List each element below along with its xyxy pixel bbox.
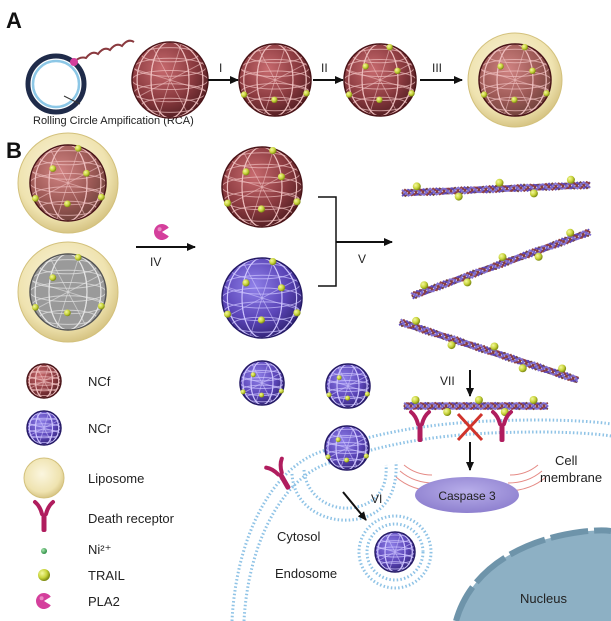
- legend-liposome-swatch: [23, 457, 65, 499]
- step-5-label: V: [358, 252, 366, 266]
- endocytic-pocket: [290, 461, 398, 522]
- pla2-icon: [153, 224, 169, 240]
- ncf-released: [221, 146, 303, 228]
- ncr-released: [221, 257, 303, 339]
- step-6-label: VI: [371, 492, 382, 506]
- ncr-endocytosed: [324, 425, 370, 471]
- legend-trail-ball: [38, 569, 50, 581]
- step-4-label: IV: [150, 255, 161, 269]
- step-1-label: I: [219, 61, 222, 75]
- ncf-sphere-a3: [343, 43, 417, 117]
- legend-death-receptor-icon: [33, 500, 55, 532]
- ncf-in-liposome: [29, 144, 107, 222]
- ncf-sphere-a1: [131, 41, 209, 119]
- legend-ncr-label: NCr: [88, 421, 112, 436]
- nanofiber-1: [401, 175, 591, 201]
- arrow-step-6: [342, 491, 367, 521]
- rca-pointer-line: [63, 95, 81, 105]
- blocked-x-icon: [456, 412, 484, 442]
- nanofiber-2: [410, 228, 592, 300]
- legend-ni-dot: [41, 548, 47, 554]
- legend-liposome-label: Liposome: [88, 471, 144, 486]
- legend-ncr-swatch: [26, 410, 62, 446]
- nucleus-label: Nucleus: [520, 591, 567, 606]
- legend-death-receptor-label: Death receptor: [88, 511, 175, 526]
- endosome-label: Endosome: [275, 566, 337, 581]
- step-3-label: III: [432, 61, 442, 75]
- endosome-vesicle: [357, 514, 433, 590]
- death-receptor-bound-1: [409, 410, 431, 442]
- cell-membrane: [230, 418, 611, 621]
- legend-trail-label: TRAIL: [88, 568, 125, 583]
- rca-template: [25, 39, 135, 115]
- membrane-label: membrane: [540, 470, 602, 485]
- caspase-3-label: Caspase 3: [438, 489, 496, 503]
- step-7-label: VII: [440, 374, 455, 388]
- cell-label: Cell: [555, 453, 578, 468]
- panel-b-label: B: [6, 138, 22, 163]
- legend-ncf-label: NCf: [88, 374, 111, 389]
- step-2-label: II: [321, 61, 328, 75]
- nucleus: [453, 527, 611, 621]
- legend-pla2-icon: [35, 593, 51, 610]
- cytosol-label: Cytosol: [277, 529, 320, 544]
- ncf-sphere-a4: [478, 43, 552, 117]
- rca-label: Rolling Circle Ampification (RCA): [33, 115, 194, 127]
- merge-bracket: [318, 196, 337, 287]
- legend-pla2-label: PLA2: [88, 594, 120, 609]
- ncr-small-2: [325, 363, 371, 409]
- legend-ni-label: Ni²⁺: [88, 542, 111, 557]
- legend-ncf-swatch: [26, 363, 62, 399]
- death-receptor-left: [264, 456, 291, 490]
- ncr-in-endosome: [374, 531, 416, 573]
- ncr-in-liposome: [29, 253, 107, 331]
- death-receptor-bound-2: [491, 410, 513, 442]
- caspase-3-ellipse: [415, 477, 519, 513]
- nanofiber-bound: [403, 396, 549, 416]
- ncr-small-1: [239, 360, 285, 406]
- panel-a-label: A: [6, 8, 22, 33]
- ncf-sphere-a2: [238, 43, 312, 117]
- nanofiber-3: [398, 316, 580, 384]
